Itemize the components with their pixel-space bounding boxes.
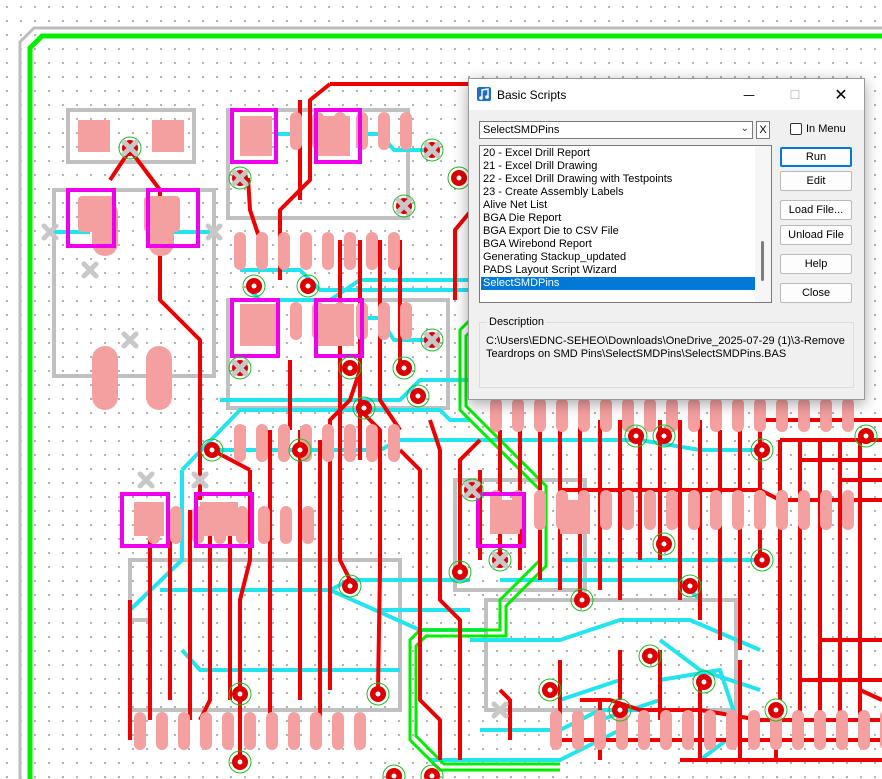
drc-markers — [41, 139, 509, 719]
run-button[interactable]: Run — [780, 147, 852, 167]
script-list-item[interactable]: BGA Wirebond Report — [483, 238, 592, 250]
script-list-item[interactable]: 23 - Create Assembly Labels — [483, 186, 624, 198]
script-name-combobox[interactable]: SelectSMDPins ⌄ — [479, 121, 753, 139]
basic-scripts-dialog: Basic Scripts — ☐ ✕ SelectSMDPins ⌄ X In… — [468, 78, 865, 400]
clear-combo-button[interactable]: X — [756, 121, 770, 139]
dialog-title: Basic Scripts — [497, 88, 567, 102]
scrollbar-thumb[interactable] — [761, 241, 764, 281]
in-menu-checkbox-group[interactable]: In Menu — [790, 123, 846, 135]
ic-pin-rows — [134, 112, 882, 750]
help-button[interactable]: Help — [780, 254, 852, 274]
script-list-item[interactable]: PADS Layout Script Wizard — [483, 264, 617, 276]
component-outlines — [66, 108, 526, 548]
board-outline — [18, 26, 882, 779]
in-menu-label: In Menu — [806, 123, 846, 135]
plane-outline — [408, 318, 560, 772]
combo-value: SelectSMDPins — [483, 124, 560, 136]
minimize-button[interactable]: — — [743, 87, 755, 102]
description-label: Description — [487, 316, 547, 328]
close-window-button[interactable]: ✕ — [834, 85, 848, 104]
script-list-item[interactable]: Generating Stackup_updated — [483, 251, 627, 263]
script-list-item[interactable]: Alive Net List — [483, 199, 548, 211]
script-list-item[interactable]: SelectSMDPins — [481, 277, 755, 290]
close-button[interactable]: Close — [780, 283, 852, 303]
description-group: Description C:\Users\EDNC-SEHEO\Download… — [479, 316, 854, 388]
load-file-button[interactable]: Load File... — [780, 200, 852, 220]
script-list-item[interactable]: BGA Export Die to CSV File — [483, 225, 619, 237]
script-list-item[interactable]: BGA Die Report — [483, 212, 562, 224]
dialog-title-bar[interactable]: Basic Scripts — ☐ ✕ — [469, 79, 864, 110]
description-text: C:\Users\EDNC-SEHEO\Downloads\OneDrive_2… — [486, 335, 845, 360]
maximize-button[interactable]: ☐ — [789, 87, 801, 102]
in-menu-checkbox[interactable] — [790, 123, 802, 135]
listbox-scrollbar[interactable] — [755, 146, 771, 302]
script-list-item[interactable]: 20 - Excel Drill Report — [483, 147, 590, 159]
script-list-item[interactable]: 21 - Excel Drill Drawing — [483, 160, 598, 172]
chevron-down-icon[interactable]: ⌄ — [740, 123, 749, 134]
script-list-item[interactable]: 22 - Excel Drill Drawing with Testpoints — [483, 173, 673, 185]
music-note-icon — [477, 87, 491, 101]
edit-button[interactable]: Edit — [780, 171, 852, 191]
unload-file-button[interactable]: Unload File — [780, 225, 852, 245]
